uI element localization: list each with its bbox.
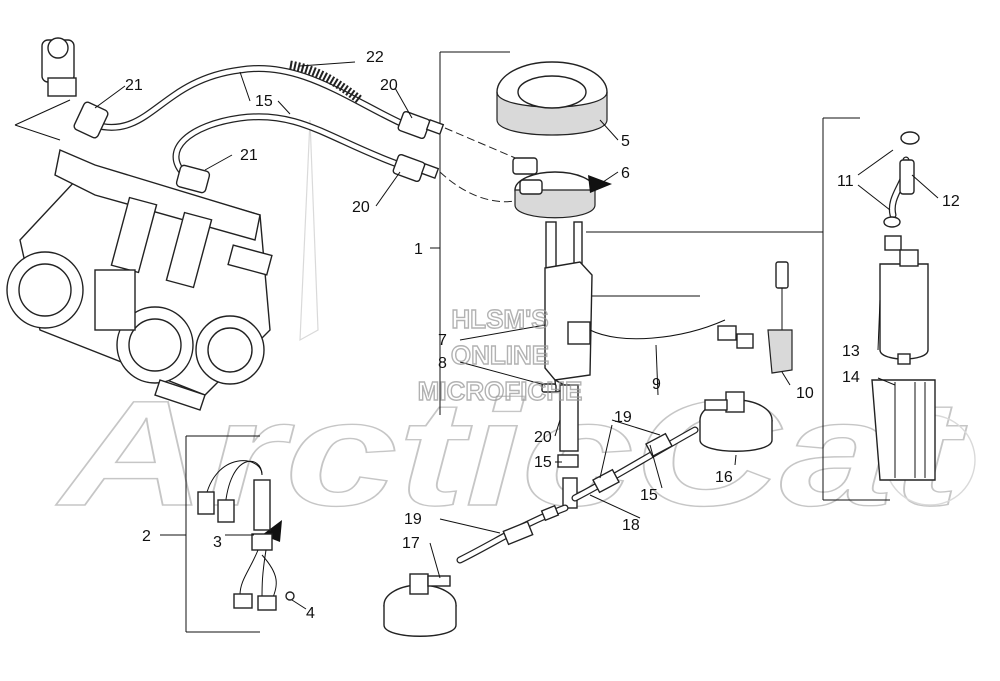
callout-5: 5 (621, 133, 630, 150)
throttle-body-assembly (6, 149, 273, 411)
callout-19: 19 (614, 409, 632, 426)
callout-22: 22 (366, 49, 384, 66)
primer-valve (41, 37, 77, 97)
callout-21: 21 (125, 77, 143, 94)
fuel-hoses-upper (73, 60, 521, 203)
watermark-line1: HLSM'S (451, 304, 548, 334)
leader-lines (94, 61, 939, 610)
callout-12: 12 (942, 193, 960, 210)
fuel-pump-module (512, 157, 754, 393)
callout-21: 21 (240, 147, 258, 164)
group-brackets (14, 51, 890, 633)
callout-10: 10 (796, 385, 814, 402)
callout-20: 20 (352, 199, 370, 216)
callout-6: 6 (621, 165, 630, 182)
pump-filter-sock (871, 379, 936, 481)
callout-13: 13 (842, 343, 860, 360)
callout-16: 16 (715, 469, 733, 486)
hlsm-watermark: HLSM'S ONLINE MICROFICHE (417, 303, 583, 406)
watermark-line2: ONLINE (451, 340, 549, 370)
fuel-pickup-16 (699, 391, 773, 452)
callout-11: 11 (837, 173, 854, 190)
callout-8: 8 (438, 355, 447, 372)
callout-15: 15 (255, 93, 273, 110)
wiring-harness (197, 460, 295, 611)
callout-20: 20 (380, 77, 398, 94)
callout-14: 14 (842, 369, 860, 386)
fuel-hoses-lower (456, 384, 699, 564)
callout-20: 20 (534, 429, 552, 446)
fuel-pickup-17 (383, 573, 457, 637)
callout-1: 1 (414, 241, 423, 258)
callout-15: 15 (534, 454, 552, 471)
callout-15: 15 (640, 487, 658, 504)
watermark-line3: MICROFICHE (418, 376, 583, 406)
sender-connector (767, 261, 793, 374)
lock-ring (496, 61, 608, 136)
fuel-pump-right (879, 131, 929, 365)
callout-3: 3 (213, 534, 222, 551)
callouts: 22 20 21 15 21 20 5 6 1 7 8 9 10 11 12 1… (125, 49, 960, 622)
callout-7: 7 (438, 332, 447, 349)
callout-18: 18 (622, 517, 640, 534)
callout-9: 9 (652, 376, 661, 393)
callout-17: 17 (402, 535, 420, 552)
callout-4: 4 (306, 605, 315, 622)
callout-19: 19 (404, 511, 422, 528)
callout-2: 2 (142, 528, 151, 545)
